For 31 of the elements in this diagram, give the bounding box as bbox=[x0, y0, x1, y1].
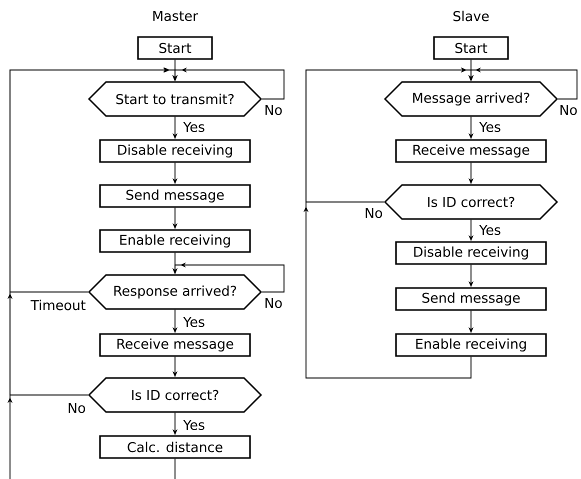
process-box: Disable receiving bbox=[99, 139, 251, 163]
process-box: Calc. distance bbox=[99, 435, 251, 459]
edge-label: No bbox=[263, 296, 284, 309]
start-box: Start bbox=[433, 36, 509, 60]
decision-hexagon: Start to transmit? bbox=[88, 81, 262, 117]
decision-hexagon: Is ID correct? bbox=[384, 184, 558, 220]
process-box: Disable receiving bbox=[395, 241, 547, 265]
edge-label: Yes bbox=[478, 120, 502, 133]
process-box: Receive message bbox=[395, 139, 547, 163]
decision-hexagon: Is ID correct? bbox=[88, 377, 262, 413]
edge-label: No bbox=[66, 402, 87, 414]
edge-label: No bbox=[558, 104, 579, 116]
process-box: Enable receiving bbox=[99, 229, 251, 253]
column-heading: Master bbox=[153, 10, 198, 22]
edge-label: No bbox=[263, 104, 284, 116]
process-box: Send message bbox=[395, 287, 547, 311]
arrow bbox=[303, 67, 474, 378]
decision-hexagon: Response arrived? bbox=[88, 274, 262, 310]
edge-label: Yes bbox=[478, 224, 502, 236]
decision-hexagon: Message arrived? bbox=[384, 81, 558, 117]
arrow bbox=[7, 67, 178, 479]
process-box: Enable receiving bbox=[395, 333, 547, 357]
edge-label: Timeout bbox=[30, 298, 87, 312]
process-box: Send message bbox=[99, 184, 251, 208]
edge-label: No bbox=[363, 206, 384, 219]
process-box: Receive message bbox=[99, 333, 251, 357]
edge-label: Yes bbox=[182, 120, 206, 133]
edge-label: Yes bbox=[182, 418, 206, 431]
edge-label: Yes bbox=[182, 316, 206, 328]
start-box: Start bbox=[137, 36, 213, 60]
column-heading: Slave bbox=[453, 10, 489, 22]
